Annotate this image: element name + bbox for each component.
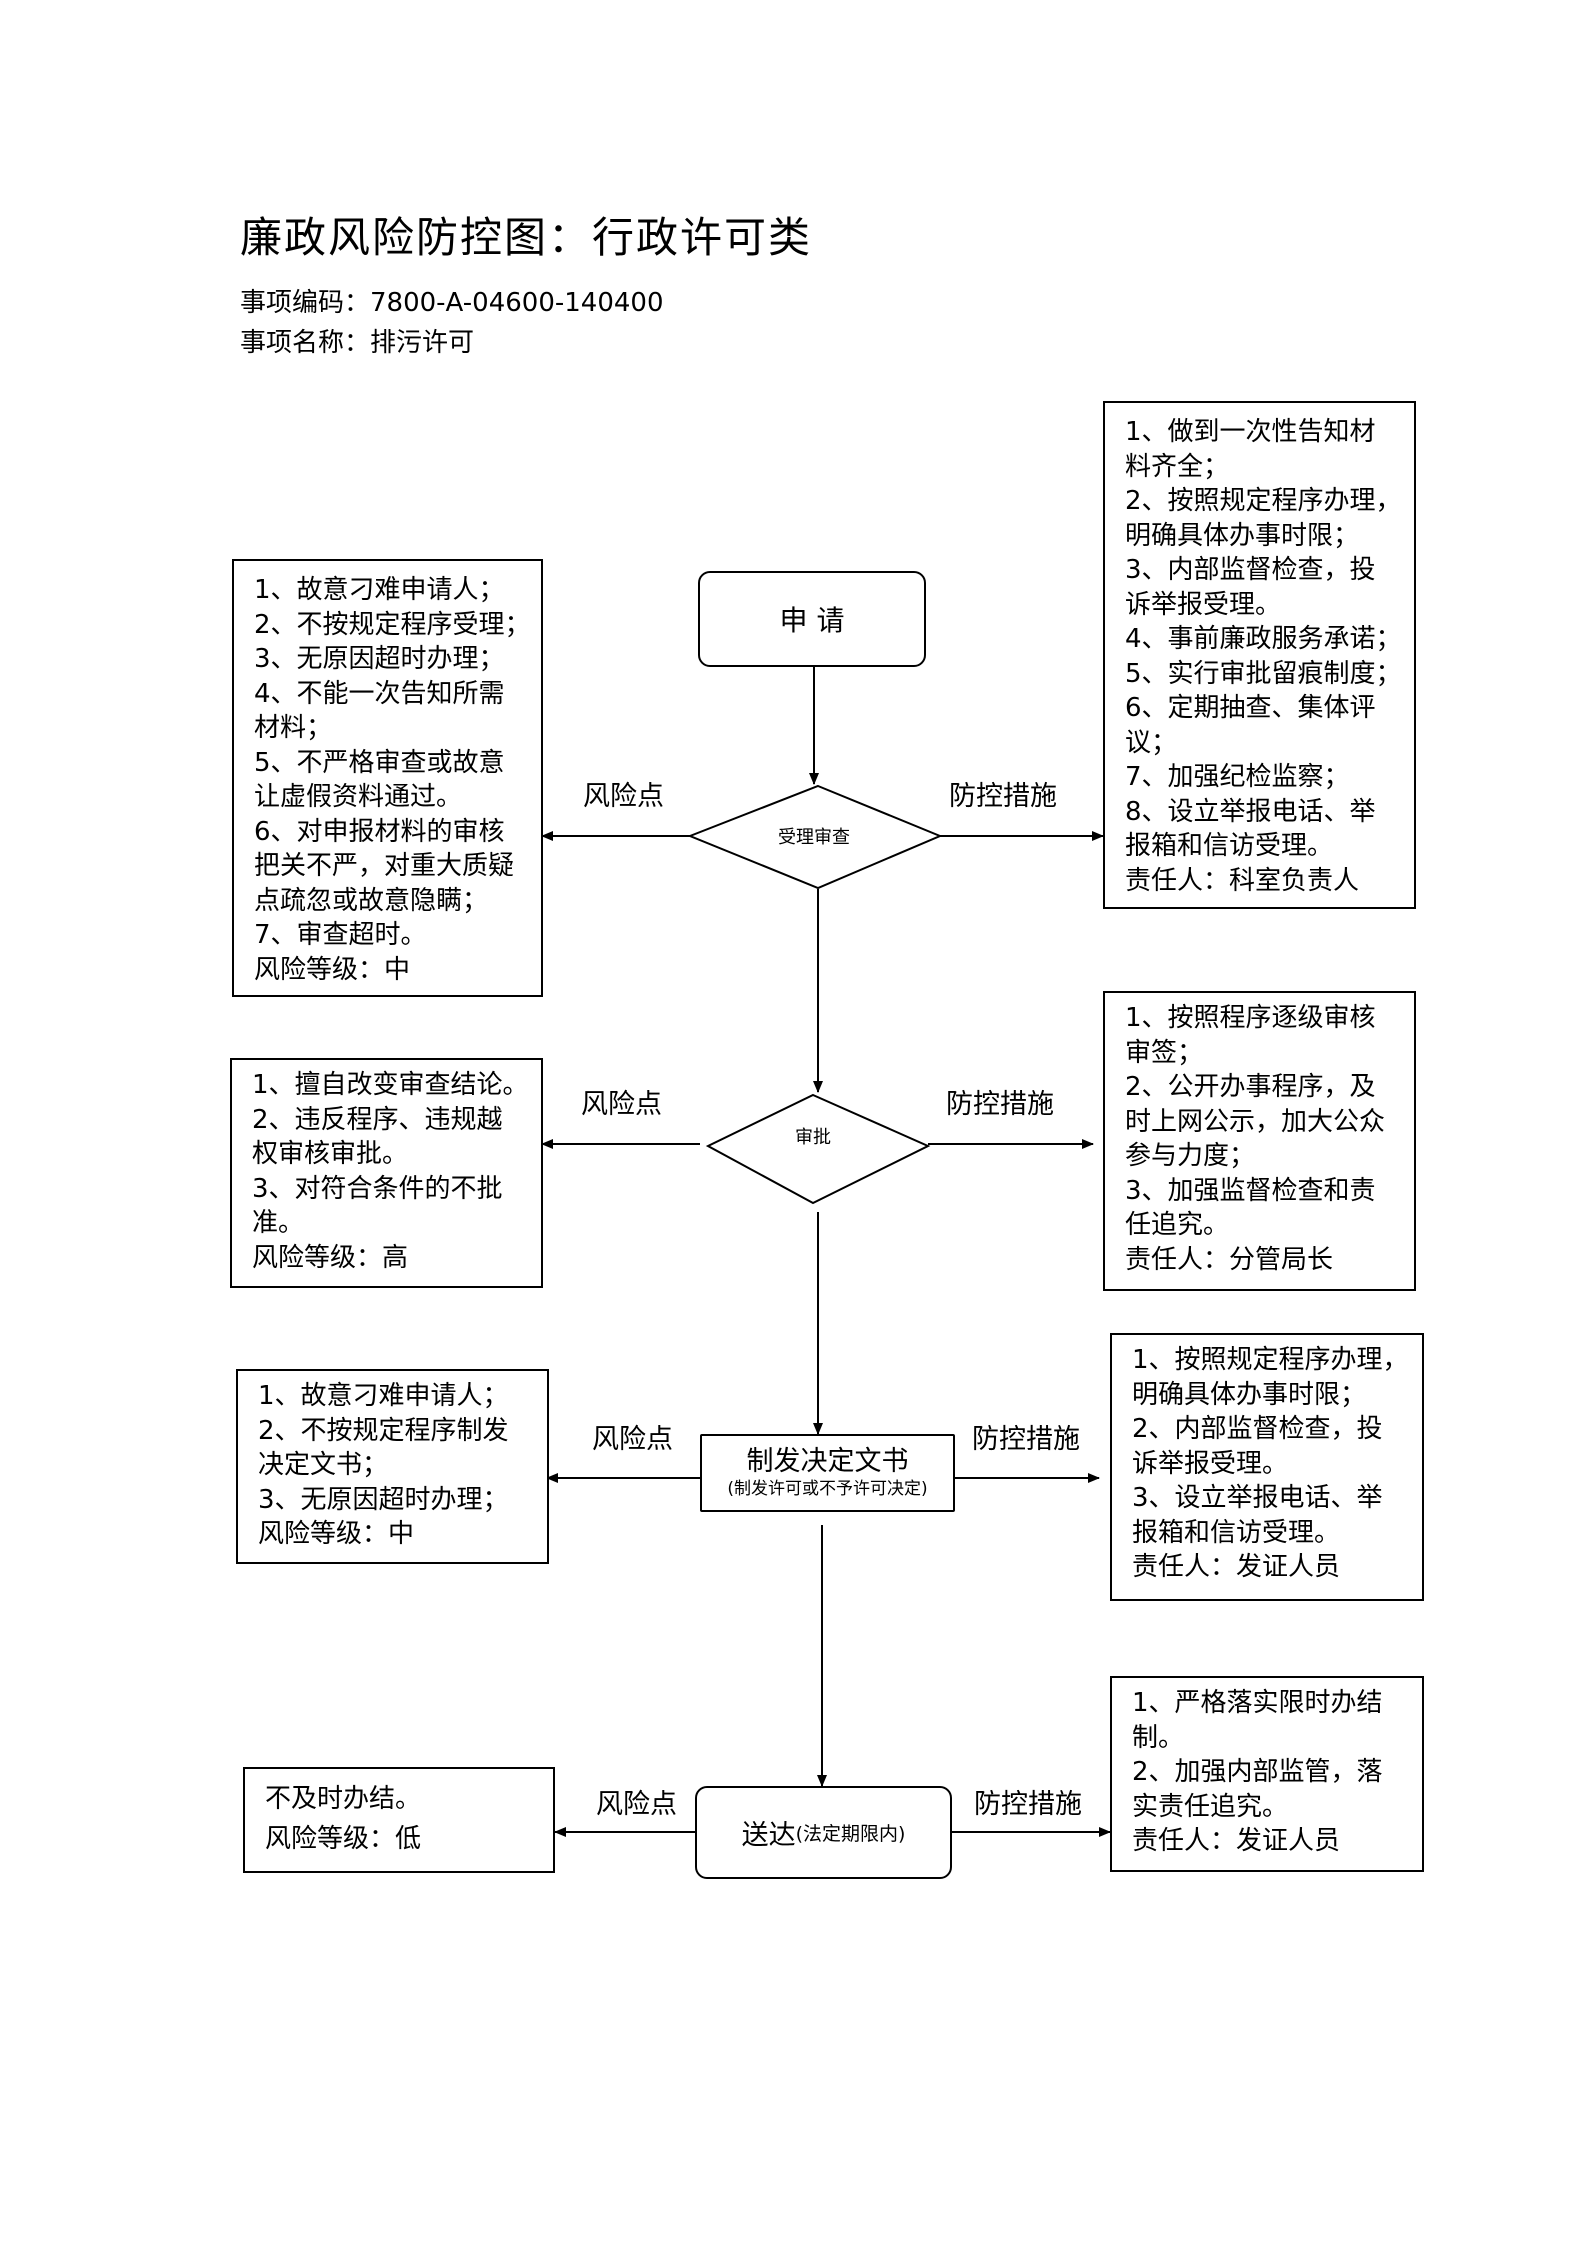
approval-diamond (705, 1093, 931, 1205)
page-title: 廉政风险防控图：行政许可类 (240, 213, 813, 262)
deliver-sublabel: (法定期限内) (795, 1823, 906, 1845)
control-line: 报箱和信访受理。 (1125, 831, 1334, 861)
control-line: 制。 (1132, 1722, 1185, 1753)
control-line: 1、做到一次性告知材 (1125, 417, 1376, 447)
responsible-person: 责任人：发证人员 (1132, 1826, 1341, 1856)
item-code: 事项编码：7800-A-04600-140400 (240, 288, 664, 318)
control-line: 3、设立举报电话、举 (1132, 1483, 1383, 1513)
apply-label: 申 请 (779, 604, 845, 637)
risk-box-issue: 1、故意刁难申请人； 2、不按规定程序制发 决定文书； 3、无原因超时办理； 风… (236, 1369, 549, 1564)
risk-label-1: 风险点 (583, 781, 664, 812)
control-line: 3、内部监督检查，投 (1125, 555, 1376, 585)
risk-line: 5、不严格审查或故意 (254, 747, 505, 778)
approval-label: 审批 (795, 1127, 831, 1148)
risk-line: 1、故意刁难申请人； (258, 1381, 509, 1411)
control-line: 2、公开办事程序，及 (1125, 1072, 1376, 1102)
apply-node: 申 请 (698, 571, 926, 667)
control-box-approve: 1、按照程序逐级审核 审签； 2、公开办事程序，及 时上网公示，加大公众 参与力… (1103, 991, 1416, 1291)
risk-line: 1、故意刁难申请人； (254, 575, 505, 605)
risk-level: 风险等级：中 (254, 954, 411, 985)
control-box-deliver: 1、严格落实限时办结 制。 2、加强内部监管，落 实责任追究。 责任人：发证人员 (1110, 1676, 1424, 1872)
risk-line: 把关不严，对重大质疑 (254, 851, 515, 881)
control-line: 议； (1125, 727, 1178, 758)
risk-line: 材料； (254, 713, 333, 743)
control-line: 2、加强内部监管，落 (1132, 1757, 1383, 1787)
control-line: 诉举报受理。 (1125, 589, 1282, 620)
risk-line: 决定文书； (258, 1450, 389, 1480)
risk-label-3: 风险点 (592, 1424, 673, 1455)
control-line: 诉举报受理。 (1132, 1448, 1289, 1479)
control-line: 报箱和信访受理。 (1132, 1517, 1341, 1548)
risk-label-2: 风险点 (581, 1089, 662, 1120)
responsible-person: 责任人：科室负责人 (1125, 865, 1360, 896)
control-box-issue: 1、按照规定程序办理， 明确具体办事时限； 2、内部监督检查，投 诉举报受理。 … (1110, 1333, 1424, 1601)
responsible-person: 责任人：发证人员 (1132, 1552, 1341, 1582)
risk-line: 6、对申报材料的审核 (254, 816, 505, 847)
deliver-label: 送达 (741, 1820, 796, 1851)
control-label-2: 防控措施 (946, 1089, 1054, 1120)
control-line: 1、按照程序逐级审核 (1125, 1003, 1376, 1033)
control-label-3: 防控措施 (972, 1424, 1080, 1455)
control-line: 4、事前廉政服务承诺； (1125, 624, 1402, 654)
deliver-node: 送达 (法定期限内) (695, 1786, 952, 1879)
control-line: 2、按照规定程序办理， (1125, 486, 1402, 516)
control-line: 7、加强纪检监察； (1125, 762, 1350, 792)
control-line: 明确具体办事时限； (1125, 520, 1360, 551)
risk-box-accept: 1、故意刁难申请人； 2、不按规定程序受理； 3、无原因超时办理； 4、不能一次… (232, 559, 543, 997)
control-box-accept: 1、做到一次性告知材 料齐全； 2、按照规定程序办理， 明确具体办事时限； 3、… (1103, 401, 1416, 909)
risk-level: 风险等级：中 (258, 1519, 415, 1549)
control-label-4: 防控措施 (974, 1789, 1082, 1820)
risk-line: 2、不按规定程序受理； (254, 609, 531, 640)
risk-level: 风险等级：高 (252, 1242, 409, 1273)
control-line: 6、定期抽查、集体评 (1125, 693, 1376, 723)
control-line: 3、加强监督检查和责 (1125, 1175, 1376, 1206)
risk-line: 不及时办结。 (265, 1784, 422, 1814)
risk-line: 3、无原因超时办理； (254, 644, 505, 674)
control-line: 1、按照规定程序办理， (1132, 1345, 1409, 1375)
risk-line: 3、对符合条件的不批 (252, 1173, 503, 1204)
accept-review-diamond (687, 784, 943, 890)
risk-line: 2、不按规定程序制发 (258, 1415, 509, 1446)
control-line: 明确具体办事时限； (1132, 1379, 1367, 1410)
control-line: 8、设立举报电话、举 (1125, 796, 1376, 827)
item-name: 事项名称：排污许可 (240, 328, 475, 358)
control-line: 1、严格落实限时办结 (1132, 1688, 1383, 1718)
risk-line: 1、擅自改变审查结论。 (252, 1070, 529, 1100)
control-line: 实责任追究。 (1132, 1791, 1289, 1822)
risk-line: 2、违反程序、违规越 (252, 1104, 503, 1135)
accept-review-label: 受理审查 (778, 827, 850, 848)
risk-line: 权审核审批。 (252, 1139, 409, 1169)
issue-decision-title: 制发决定文书 (746, 1446, 909, 1477)
risk-box-deliver: 不及时办结。 风险等级：低 (243, 1767, 555, 1873)
risk-line: 让虚假资料通过。 (254, 782, 463, 812)
control-line: 时上网公示，加大公众 (1125, 1106, 1386, 1137)
control-line: 参与力度； (1125, 1141, 1256, 1171)
issue-decision-node: 制发决定文书 (制发许可或不予许可决定) (700, 1434, 955, 1512)
issue-decision-subtitle: (制发许可或不予许可决定) (727, 1479, 928, 1499)
control-line: 5、实行审批留痕制度； (1125, 658, 1402, 689)
risk-level: 风险等级：低 (265, 1824, 422, 1854)
control-line: 料齐全； (1125, 451, 1230, 482)
risk-line: 7、审查超时。 (254, 920, 427, 950)
risk-line: 4、不能一次告知所需 (254, 678, 505, 709)
control-line: 任追究。 (1125, 1210, 1230, 1240)
risk-label-4: 风险点 (596, 1789, 677, 1820)
risk-line: 准。 (252, 1208, 305, 1238)
responsible-person: 责任人：分管局长 (1125, 1244, 1334, 1275)
risk-line: 3、无原因超时办理； (258, 1484, 509, 1515)
control-line: 2、内部监督检查，投 (1132, 1414, 1383, 1444)
control-label-1: 防控措施 (949, 781, 1057, 812)
risk-box-approve: 1、擅自改变审查结论。 2、违反程序、违规越 权审核审批。 3、对符合条件的不批… (230, 1058, 543, 1288)
risk-line: 点疏忽或故意隐瞒； (254, 885, 489, 916)
control-line: 审签； (1125, 1037, 1204, 1068)
